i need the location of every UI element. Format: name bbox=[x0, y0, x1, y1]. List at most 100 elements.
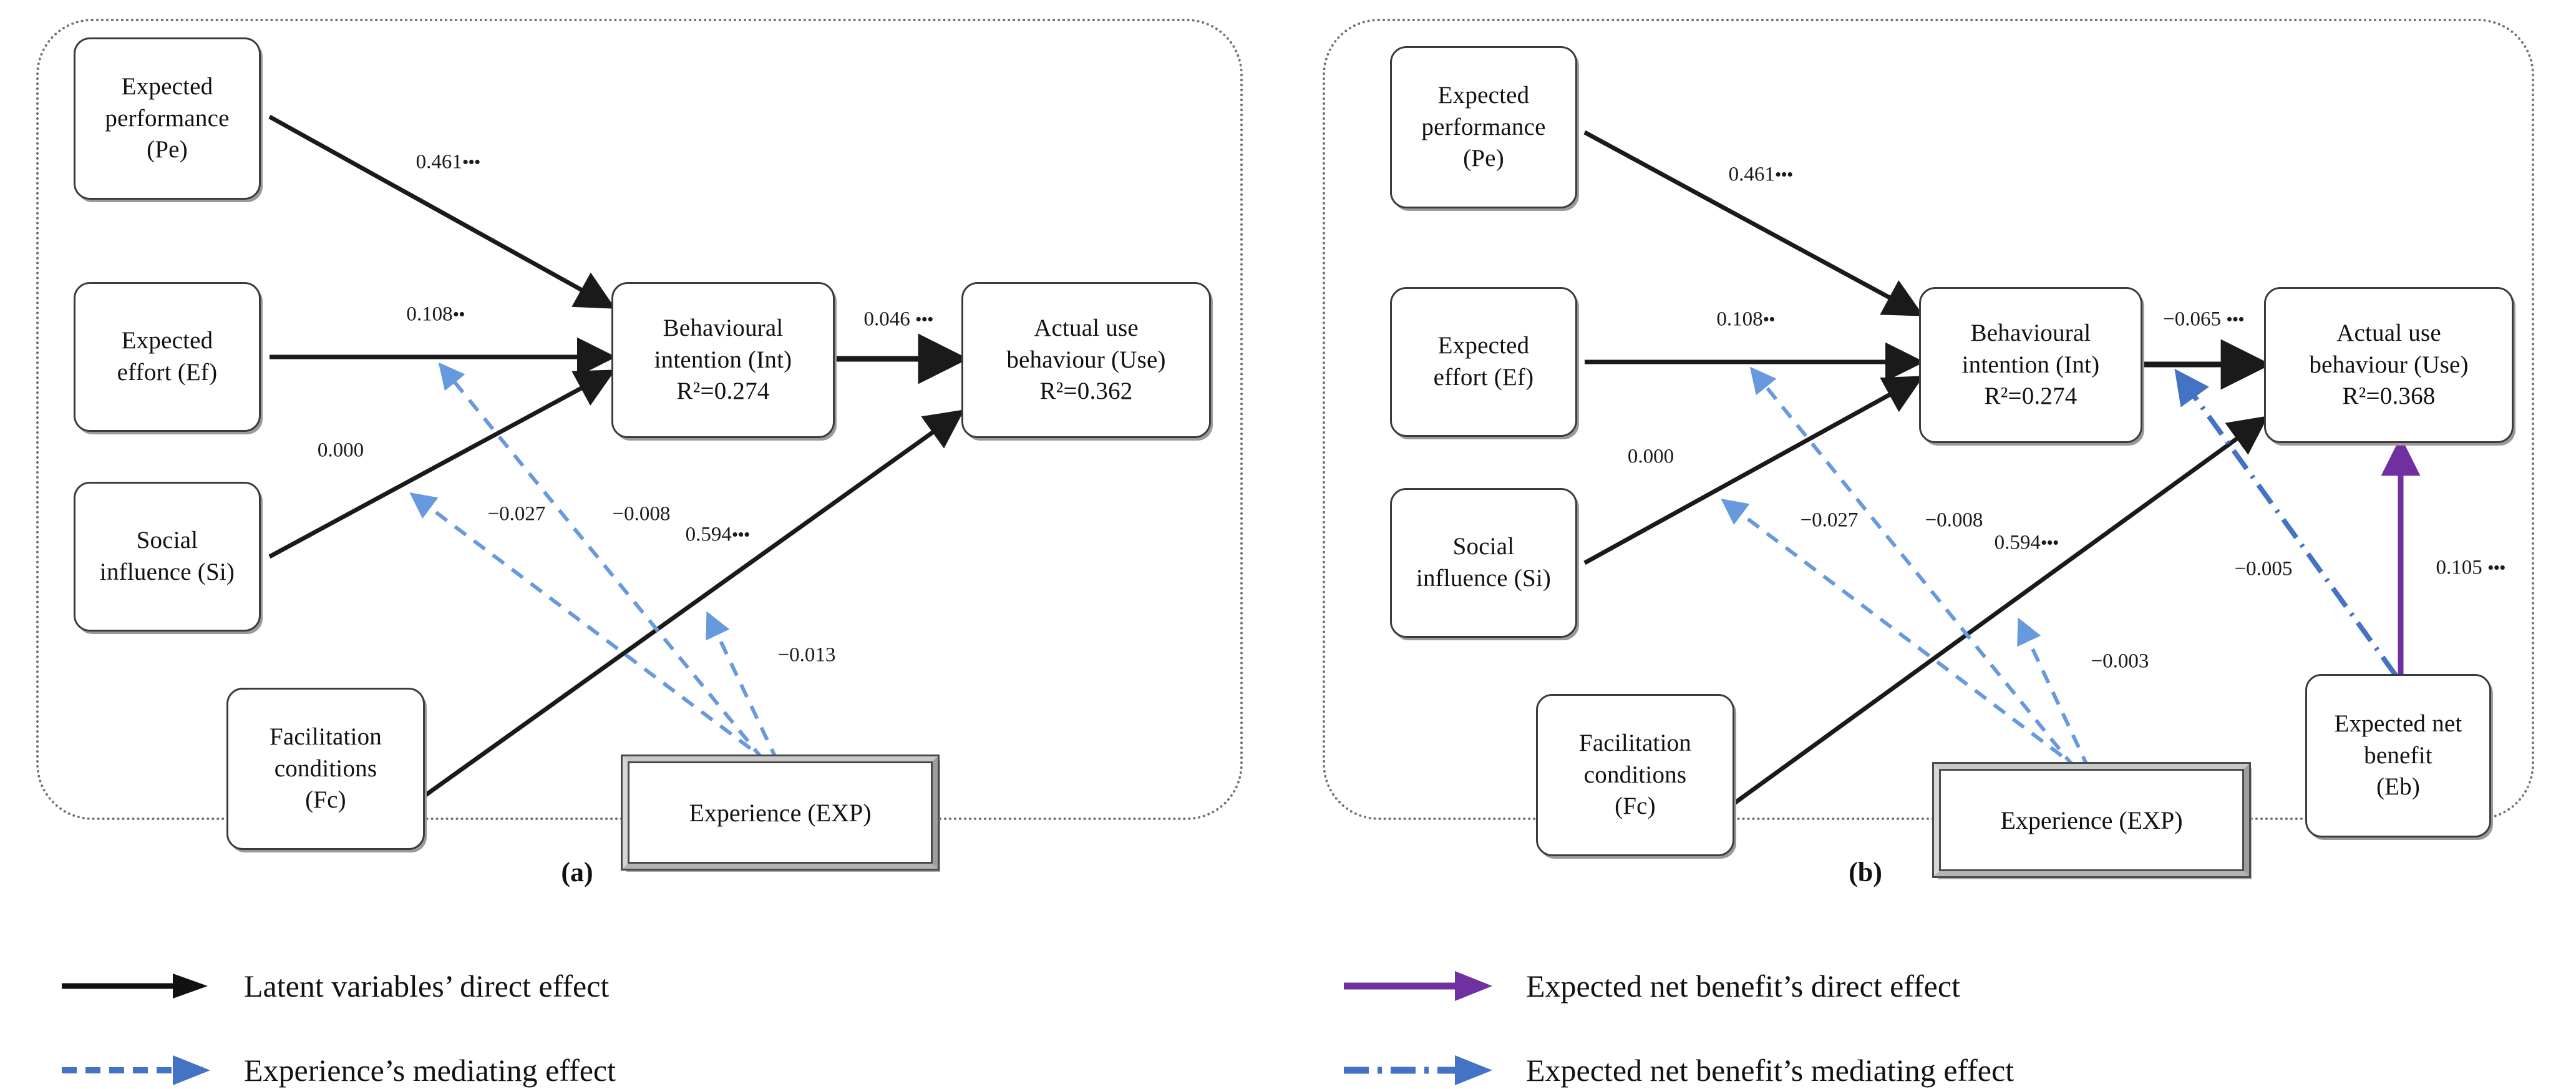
node-experience-exp[interactable]: Experience (EXP) bbox=[1932, 762, 2251, 878]
label-ef-int: 0.108•• bbox=[1716, 308, 1776, 331]
node-label-line2: influence (Si) bbox=[1416, 565, 1552, 592]
label-stars: ••• bbox=[1774, 164, 1793, 185]
label-value: 0.461 bbox=[416, 150, 462, 173]
node-expected-net-benefit[interactable]: Expected net benefit (Eb) bbox=[2305, 674, 2491, 838]
node-r2-value: R²=0.274 bbox=[676, 378, 770, 405]
label-fc-use: 0.594••• bbox=[1995, 532, 2059, 555]
label-value: 0.046 bbox=[863, 308, 910, 331]
node-r2-value: R²=0.362 bbox=[1039, 378, 1133, 405]
edge-fc-use bbox=[421, 409, 965, 799]
node-label-line3: (Eb) bbox=[2376, 773, 2421, 801]
node-label-line2: performance bbox=[1421, 113, 1546, 140]
label-exp-fc-mediating: −0.003 bbox=[2091, 650, 2149, 673]
node-label-line1: Expected bbox=[1437, 81, 1530, 109]
node-label-line2: conditions bbox=[1583, 761, 1687, 788]
panel-a: Expected performance (Pe) Expected effor… bbox=[11, 7, 1273, 871]
dashed-blue-arrow-icon bbox=[62, 1055, 210, 1085]
node-expected-effort[interactable]: Expected effort (Ef) bbox=[1390, 287, 1577, 437]
node-label-line1: Expected bbox=[121, 327, 213, 354]
node-label-line1: Facilitation bbox=[269, 723, 382, 750]
node-facilitation-conditions[interactable]: Facilitation conditions (Fc) bbox=[1536, 694, 1734, 856]
dashdot-blue-arrow-icon bbox=[1344, 1055, 1492, 1085]
panel-b-caption: (b) bbox=[1849, 857, 1882, 887]
label-int-use: −0.065 ••• bbox=[2163, 308, 2245, 331]
label-pe-int: 0.461••• bbox=[416, 150, 481, 174]
label-exp-ef-mediating: −0.027 bbox=[1800, 509, 1859, 532]
label-exp-fc-mediating: −0.013 bbox=[777, 643, 836, 667]
label-si-int: 0.000 bbox=[1628, 446, 1674, 469]
label-value: 0.000 bbox=[1627, 445, 1674, 468]
node-label-line3: (Fc) bbox=[305, 786, 346, 814]
node-actual-use-behaviour[interactable]: Actual use behaviour (Use) R²=0.368 bbox=[2264, 287, 2514, 443]
edge-si-int bbox=[268, 369, 616, 559]
node-label-line2: behaviour (Use) bbox=[2309, 351, 2469, 378]
panel-b-dotted-frame bbox=[1323, 19, 2534, 820]
legend-item-latent-direct: Latent variables’ direct effect bbox=[59, 967, 609, 1005]
node-label-line2: performance bbox=[105, 104, 230, 132]
edge-si-int bbox=[1583, 376, 1924, 565]
node-behavioural-intention[interactable]: Behavioural intention (Int) R²=0.274 bbox=[1919, 287, 2142, 443]
label-value: 0.105 bbox=[2436, 556, 2482, 579]
label-exp-si-mediating: −0.008 bbox=[612, 502, 671, 525]
node-social-influence[interactable]: Social influence (Si) bbox=[1390, 488, 1577, 638]
node-label-line1: Expected net bbox=[2334, 710, 2462, 737]
node-facilitation-conditions[interactable]: Facilitation conditions (Fc) bbox=[226, 688, 425, 850]
label-eb-int-mediating: −0.005 bbox=[2234, 557, 2293, 580]
node-label-line2: benefit bbox=[2364, 741, 2433, 769]
node-label-line1: Social bbox=[1452, 533, 1515, 560]
label-stars: ••• bbox=[731, 524, 750, 545]
edge-exp-si-mediating bbox=[409, 492, 770, 764]
edge-pe-int bbox=[1583, 130, 1924, 316]
legend-label: Expected net benefit’s direct effect bbox=[1526, 969, 1960, 1004]
label-stars: •• bbox=[1762, 309, 1776, 330]
label-pe-int: 0.461••• bbox=[1729, 164, 1794, 187]
node-label-line3: (Fc) bbox=[1615, 793, 1656, 820]
legend: Latent variables’ direct effect Experien… bbox=[0, 892, 2576, 1088]
node-label-line2: effort (Ef) bbox=[1433, 364, 1534, 391]
node-expected-performance[interactable]: Expected performance (Pe) bbox=[74, 37, 261, 200]
label-value: 0.594 bbox=[685, 523, 732, 546]
label-eb-use-direct: 0.105 ••• bbox=[2436, 556, 2506, 580]
node-label-line2: intention (Int) bbox=[654, 346, 792, 373]
node-label-line1: Facilitation bbox=[1578, 729, 1692, 756]
node-experience-exp[interactable]: Experience (EXP) bbox=[621, 754, 940, 871]
node-behavioural-intention[interactable]: Behavioural intention (Int) R²=0.274 bbox=[611, 282, 835, 438]
node-label-line1: Experience (EXP) bbox=[2000, 806, 2183, 834]
node-r2-value: R²=0.368 bbox=[2342, 383, 2436, 410]
node-label-line2: intention (Int) bbox=[1961, 351, 2100, 378]
node-expected-performance[interactable]: Expected performance (Pe) bbox=[1390, 46, 1577, 208]
label-si-int: 0.000 bbox=[318, 439, 364, 462]
node-social-influence[interactable]: Social influence (Si) bbox=[74, 482, 261, 632]
experience-inner-frame: Experience (EXP) bbox=[1939, 769, 2244, 871]
legend-item-eb-mediating: Expected net benefit’s mediating effect bbox=[1341, 1052, 2014, 1089]
label-stars: ••• bbox=[915, 309, 933, 330]
node-label-line3: (Pe) bbox=[1463, 145, 1504, 172]
node-label-line2: conditions bbox=[274, 754, 377, 782]
label-value: 0.594 bbox=[1994, 531, 2041, 554]
label-value: 0.000 bbox=[317, 439, 364, 462]
node-label-line1: Expected bbox=[1437, 332, 1530, 359]
node-label-line2: effort (Ef) bbox=[117, 359, 218, 386]
node-label-line2: influence (Si) bbox=[99, 559, 235, 585]
edge-eb-int-mediating bbox=[2174, 368, 2398, 677]
panel-a-edges bbox=[268, 114, 969, 799]
label-value: 0.108 bbox=[1716, 308, 1763, 331]
experience-inner-frame: Experience (EXP) bbox=[628, 761, 933, 864]
label-exp-ef-mediating: −0.027 bbox=[487, 502, 546, 525]
node-label-line1: Actual use bbox=[1034, 314, 1139, 341]
edge-exp-ef-mediating bbox=[438, 362, 765, 761]
node-r2-value: R²=0.274 bbox=[1984, 383, 2078, 410]
node-label-line1: Behavioural bbox=[663, 314, 784, 341]
solid-purple-arrow-icon bbox=[1344, 971, 1492, 1001]
node-actual-use-behaviour[interactable]: Actual use behaviour (Use) R²=0.362 bbox=[961, 282, 1211, 438]
label-int-use: 0.046 ••• bbox=[863, 308, 933, 331]
node-label-line1: Actual use bbox=[2336, 319, 2441, 346]
legend-item-experience-mediating: Experience’s mediating effect bbox=[59, 1052, 616, 1089]
node-label-line1: Expected bbox=[121, 72, 213, 100]
node-expected-effort[interactable]: Expected effort (Ef) bbox=[74, 282, 261, 432]
node-label-line1: Experience (EXP) bbox=[689, 798, 872, 827]
edge-pe-int bbox=[268, 114, 616, 309]
legend-label: Expected net benefit’s mediating effect bbox=[1526, 1053, 2015, 1088]
edge-fc-use bbox=[1733, 416, 2268, 805]
